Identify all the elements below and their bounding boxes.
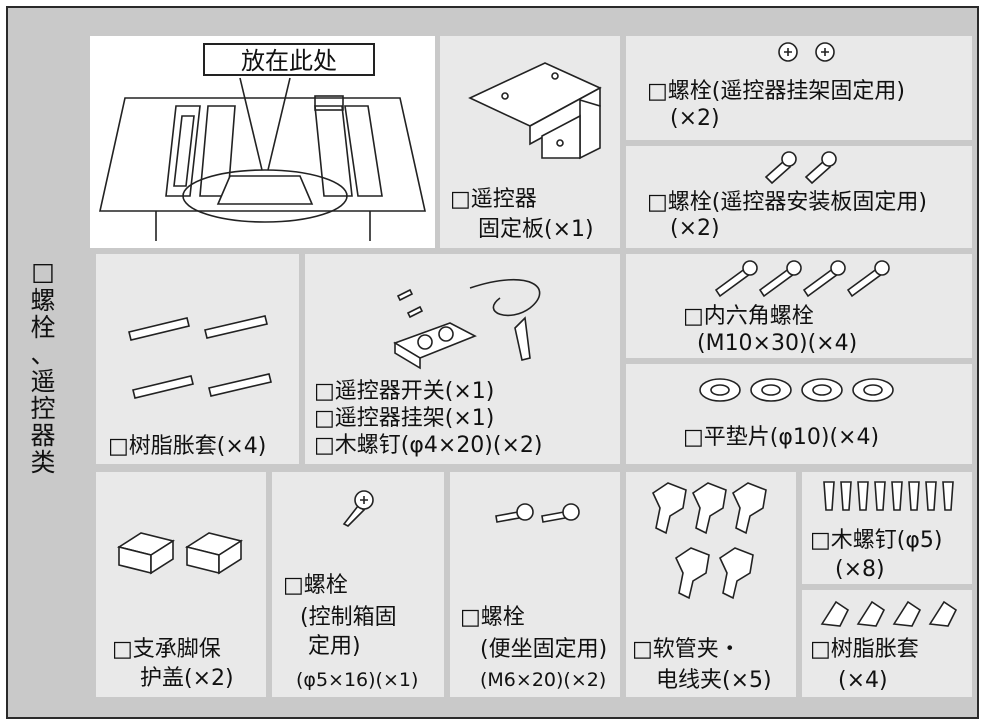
part-resin-anchor: [96, 254, 299, 464]
part-label: (×2): [670, 216, 720, 241]
category-char: 栓: [30, 313, 56, 342]
part-label: □螺栓(遥控器挂架固定用): [647, 79, 905, 104]
part-remote-switch: [305, 254, 620, 464]
part-label: (φ5×16)(×1): [296, 669, 419, 691]
part-label: (便坐固定用): [480, 637, 608, 662]
resin-anchor-small-icon: [820, 600, 958, 627]
part-label: □树脂胀套: [810, 637, 919, 662]
part-label: 固定板(×1): [478, 217, 594, 242]
category-char: 遥: [30, 367, 56, 396]
part-label: □螺栓(遥控器安装板固定用): [647, 190, 927, 215]
part-label: (M6×20)(×2): [480, 669, 607, 691]
part-label: □遥控器开关(×1): [314, 379, 495, 404]
wood-screw-icon: [823, 481, 954, 511]
bolt-pair-icon: [495, 503, 580, 523]
category-checkbox[interactable]: □: [31, 257, 55, 286]
part-label: (M10×30)(×4): [697, 331, 858, 356]
part-label: (×2): [670, 106, 720, 131]
hose-clip-icon: [651, 482, 767, 600]
part-label: □平垫片(φ10)(×4): [683, 425, 880, 450]
install-location-illustration: [99, 77, 426, 241]
category-title: □ 螺 栓 、 遥 控 器 类: [22, 258, 64, 476]
part-label: 电线夹(×5): [656, 668, 772, 693]
remote-plate-icon: [468, 62, 602, 160]
foot-cover-icon: [116, 532, 244, 575]
category-char: 器: [30, 421, 56, 450]
remote-switch-icon: [393, 279, 541, 370]
part-label: □木螺钉(φ4×20)(×2): [314, 433, 543, 458]
part-label: □木螺钉(φ5): [810, 528, 943, 553]
part-label: (控制箱固: [300, 605, 397, 630]
part-bolt-hanger: [626, 36, 972, 140]
category-char: 螺: [30, 286, 56, 315]
part-label: 护盖(×2): [140, 666, 234, 691]
washer-icon: [699, 378, 894, 402]
part-label: □遥控器: [450, 187, 537, 212]
bolt-pair-icon: [778, 42, 835, 62]
part-label: □内六角螺栓: [683, 304, 814, 329]
part-bolt-seat: [450, 472, 620, 697]
part-label: □软管夹・: [632, 637, 741, 662]
part-label: □遥控器挂架(×1): [314, 406, 495, 431]
screw-icon: [342, 490, 374, 527]
part-label: □螺栓: [460, 605, 525, 630]
part-label: □螺栓: [283, 573, 348, 598]
part-label: 定用): [308, 634, 361, 659]
category-char: 类: [30, 448, 56, 477]
hex-bolt-icon: [714, 260, 890, 298]
part-label: (×4): [838, 668, 888, 693]
part-bolt-plate: [626, 146, 972, 248]
category-char: 、: [30, 340, 56, 369]
part-foot-cover: [96, 472, 266, 697]
part-label: (×8): [835, 557, 885, 582]
part-washer: [626, 364, 972, 464]
resin-anchor-icon: [128, 315, 272, 399]
part-label: □支承脚保: [112, 637, 221, 662]
bolt-pair-icon: [764, 151, 837, 185]
category-char: 控: [30, 394, 56, 423]
install-location-callout: 放在此处: [203, 43, 375, 76]
part-label: □树脂胀套(×4): [108, 434, 267, 459]
